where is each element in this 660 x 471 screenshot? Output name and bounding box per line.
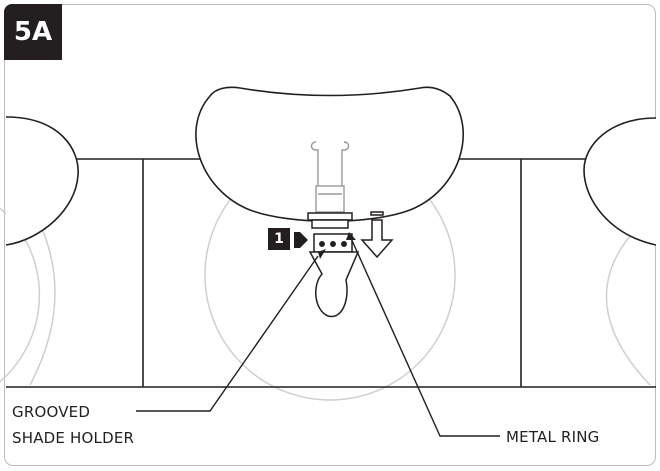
holder-groove-1 (319, 241, 325, 247)
glass-bulb (308, 251, 360, 318)
socket (310, 141, 350, 213)
step-label: 5A (4, 4, 62, 60)
socket-left-clip (310, 141, 319, 186)
arrow-cap (370, 211, 384, 216)
arrow-body (360, 219, 394, 259)
socket-right-clip (341, 141, 350, 186)
ring-collar (311, 219, 349, 229)
metal-ring (307, 212, 353, 221)
down-arrow-icon (360, 211, 394, 259)
left-shade (5, 116, 79, 246)
holder-groove-2 (330, 241, 336, 247)
holder-assembly (307, 212, 360, 318)
metal-ring-leader (349, 235, 500, 437)
step-marker: 1 (268, 228, 290, 250)
pointer-arrow-icon (294, 232, 308, 248)
callout-grooved-line2: SHADE HOLDER (12, 429, 135, 447)
callout-metal-ring: METAL RING (506, 428, 600, 446)
fixture-frame-lines (6, 158, 656, 388)
center-shade (195, 86, 464, 222)
socket-body (315, 185, 345, 213)
holder-groove-3 (341, 241, 347, 247)
metal-ring-arrowhead (346, 232, 356, 240)
right-shade (583, 117, 657, 246)
grooved-holder-arrowhead (318, 249, 326, 259)
grooved-holder-leader (136, 255, 319, 412)
callout-grooved-line1: GROOVED (12, 403, 91, 421)
leader-lines (136, 235, 500, 437)
